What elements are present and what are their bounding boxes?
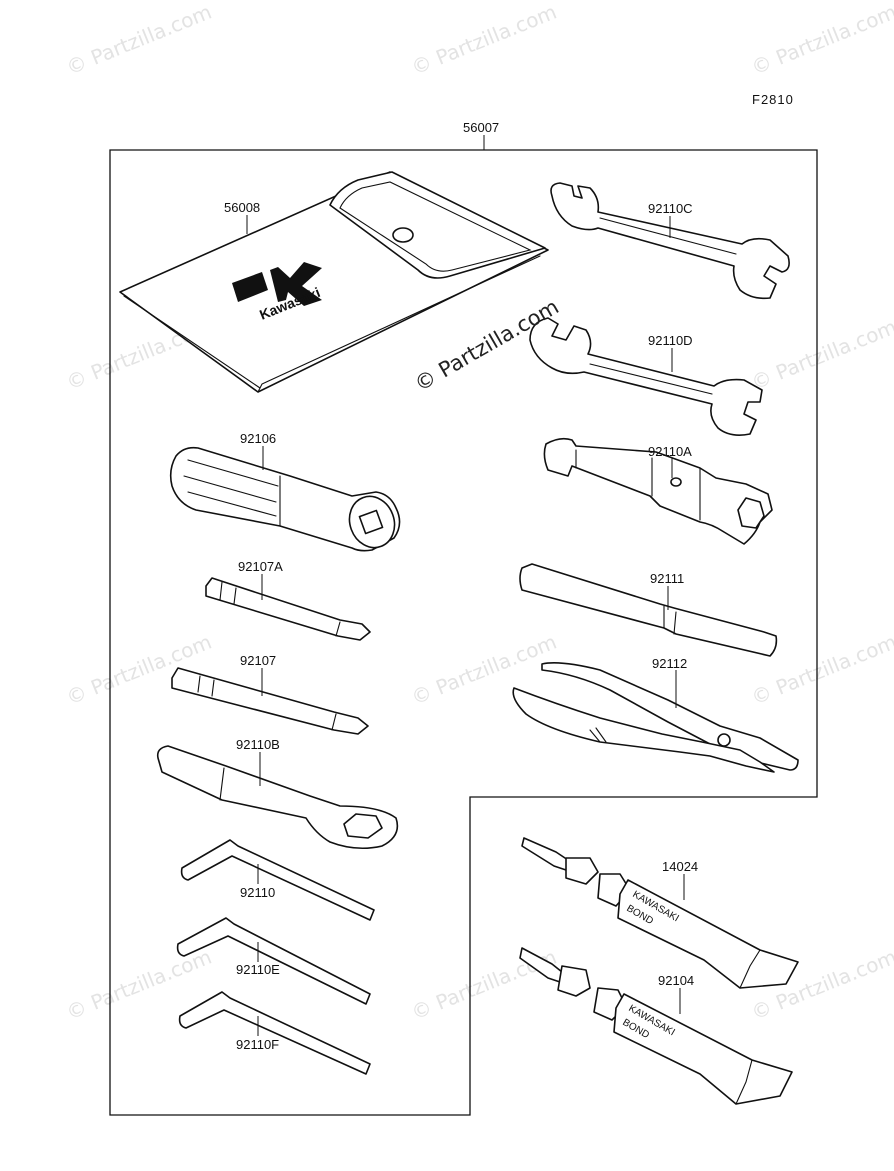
plug-wrench[interactable] bbox=[543, 437, 773, 545]
callout-hex-key[interactable]: 92110 bbox=[240, 885, 275, 900]
callout-extension-bar[interactable]: 92111 bbox=[650, 571, 684, 586]
bond-tube-1[interactable]: KAWASAKI BOND bbox=[521, 837, 799, 989]
hex-key-f[interactable] bbox=[178, 991, 371, 1075]
callout-wrench-d[interactable]: 92110D bbox=[648, 333, 693, 348]
watermark: © Partzilla.com bbox=[748, 0, 894, 80]
callout-wrench-c[interactable]: 92110C bbox=[648, 201, 693, 216]
bond-tube-2[interactable]: KAWASAKI BOND bbox=[519, 947, 793, 1105]
screwdriver-bit[interactable] bbox=[171, 667, 369, 735]
callout-bond-2[interactable]: 92104 bbox=[658, 973, 694, 988]
callout-bond-1[interactable]: 14024 bbox=[662, 859, 698, 874]
tool-pouch[interactable]: Kawasaki bbox=[119, 171, 549, 393]
callout-toolkit[interactable]: 56007 bbox=[463, 120, 499, 135]
diagram-code: F2810 bbox=[752, 92, 794, 107]
callout-pliers[interactable]: 92112 bbox=[652, 656, 687, 671]
callout-driver-a[interactable]: 92107A bbox=[238, 559, 283, 574]
watermark: © Partzilla.com bbox=[63, 630, 215, 710]
pliers[interactable] bbox=[512, 662, 799, 773]
watermark: © Partzilla.com bbox=[63, 0, 215, 80]
open-wrench-d[interactable] bbox=[529, 317, 763, 436]
callout-ring-wrench[interactable]: 92110B bbox=[236, 737, 280, 752]
ring-wrench[interactable] bbox=[156, 745, 399, 850]
open-wrench-c[interactable] bbox=[550, 182, 790, 300]
callout-driver[interactable]: 92107 bbox=[240, 653, 276, 668]
extension-bar[interactable] bbox=[519, 563, 778, 657]
callout-hex-key-f[interactable]: 92110F bbox=[236, 1037, 279, 1052]
screwdriver-handle[interactable] bbox=[169, 446, 402, 554]
callout-plug-wrench[interactable]: 92110A bbox=[648, 444, 692, 459]
callout-hex-key-e[interactable]: 92110E bbox=[236, 962, 280, 977]
hex-key-e[interactable] bbox=[176, 917, 371, 1005]
watermark: © Partzilla.com bbox=[408, 0, 560, 80]
callout-pouch[interactable]: 56008 bbox=[224, 200, 260, 215]
screwdriver-bit-a[interactable] bbox=[205, 577, 371, 641]
watermark: © Partzilla.com bbox=[748, 315, 894, 395]
callout-handle[interactable]: 92106 bbox=[240, 431, 276, 446]
toolkit-frame bbox=[109, 149, 818, 1116]
hex-key[interactable] bbox=[180, 839, 375, 921]
